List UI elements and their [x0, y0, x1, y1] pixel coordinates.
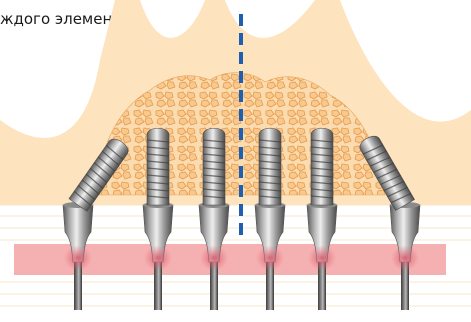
gum-contact-spot	[200, 245, 228, 271]
implant	[199, 128, 229, 310]
implant	[255, 128, 285, 310]
gum-contact-spot	[308, 245, 336, 271]
gum-contact-spot	[256, 245, 284, 271]
implant	[143, 128, 173, 310]
gum-contact-spot	[64, 245, 92, 271]
gum-contact-spot	[144, 245, 172, 271]
gum-contact-spot	[391, 245, 419, 271]
implant	[307, 128, 337, 310]
